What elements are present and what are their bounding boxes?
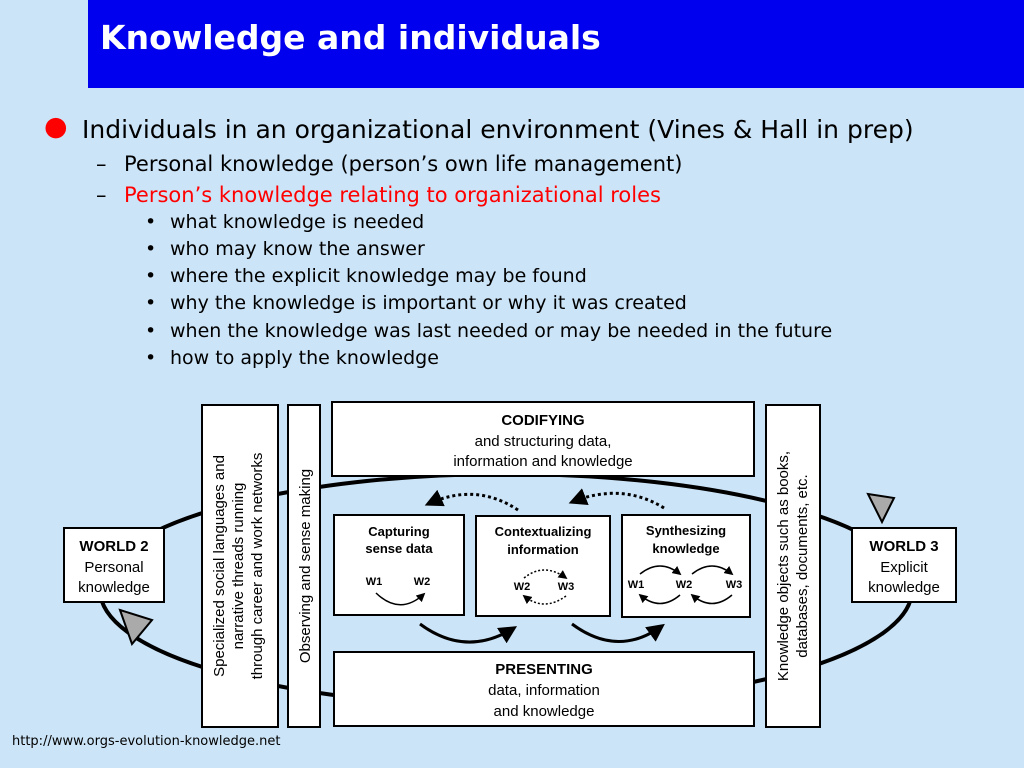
observing-label: Observing and sense making (297, 469, 314, 663)
contextualizing-w3: W3 (558, 581, 575, 593)
world3-line3: knowledge (868, 579, 940, 596)
sub-sub-bullet-6: how to apply the knowledge (170, 347, 439, 369)
social-line1: Specialized social languages and (211, 455, 228, 677)
dotted-arrow-right-icon (568, 488, 665, 510)
observing-box: Observing and sense making (287, 404, 321, 728)
cycle-arrowhead-right-icon (866, 492, 896, 525)
small-bullet-icon: • (145, 347, 157, 369)
social-line2: narrative threads running (230, 483, 247, 650)
capturing-w2: W2 (414, 576, 431, 588)
contextualizing-top-arrow-icon (523, 569, 568, 580)
sub-sub-bullet-4: why the knowledge is important or why it… (170, 292, 687, 314)
contextualizing-w2: W2 (514, 581, 531, 593)
synthesizing-arrow-4-icon (690, 593, 733, 605)
synthesizing-line2: knowledge (652, 541, 719, 556)
sub-bullet-1: Personal knowledge (person’s own life ma… (124, 152, 683, 176)
small-bullet-icon: • (145, 320, 157, 342)
objects-line1: Knowledge objects such as books, (775, 451, 792, 681)
bullet-list: ● Individuals in an organizational envir… (0, 0, 1024, 380)
sub-sub-bullet-1: what knowledge is needed (170, 211, 425, 233)
social-line3: through career and work networks (249, 453, 266, 680)
objects-line2: databases, documents, etc. (794, 474, 811, 657)
synthesizing-w2: W2 (676, 579, 693, 591)
synthesizing-box: Synthesizing knowledge W1 W2 W3 (621, 514, 751, 618)
codifying-line2: information and knowledge (453, 453, 632, 470)
world3-label: WORLD 3 (869, 538, 938, 555)
world3-box: WORLD 3 Explicit knowledge (851, 527, 957, 603)
presenting-line1: data, information (488, 682, 600, 699)
sub-bullet-2: Person’s knowledge relating to organizat… (124, 183, 661, 207)
social-languages-box: Specialized social languages and narrati… (201, 404, 279, 728)
small-bullet-icon: • (145, 265, 157, 287)
bullet-dot-icon: ● (44, 111, 68, 142)
knowledge-worlds-diagram: WORLD 2 Personal knowledge WORLD 3 Expli… (56, 398, 968, 736)
capturing-line1: Capturing (368, 524, 429, 539)
knowledge-objects-box: Knowledge objects such as books, databas… (765, 404, 821, 728)
synthesizing-arrow-3-icon (691, 565, 734, 576)
presenting-box: PRESENTING data, information and knowled… (333, 651, 755, 727)
codifying-box: CODIFYING and structuring data, informat… (331, 401, 755, 477)
presenting-heading: PRESENTING (495, 661, 593, 678)
contextualizing-line2: information (507, 542, 579, 557)
footer-url[interactable]: http://www.orgs-evolution-knowledge.net (12, 734, 281, 749)
contextualizing-bottom-arrow-icon (522, 594, 567, 605)
synthesizing-arrow-1-icon (639, 565, 682, 576)
solid-arrow-right-icon (571, 622, 665, 643)
synthesizing-w3: W3 (726, 579, 743, 591)
world2-line2: Personal (84, 559, 143, 576)
codifying-heading: CODIFYING (501, 412, 584, 429)
slide-title: Knowledge and individuals (100, 18, 601, 57)
world3-line2: Explicit (880, 559, 928, 576)
dash-icon: – (96, 183, 107, 207)
world2-box: WORLD 2 Personal knowledge (63, 527, 165, 603)
sub-sub-bullet-5: when the knowledge was last needed or ma… (170, 320, 833, 342)
synthesizing-line1: Synthesizing (646, 523, 726, 538)
capturing-w1: W1 (366, 576, 383, 588)
small-bullet-icon: • (145, 292, 157, 314)
presenting-line2: and knowledge (494, 703, 595, 720)
dotted-arrow-left-icon (424, 489, 519, 512)
dash-icon: – (96, 152, 107, 176)
contextualizing-box: Contextualizing information W2 W3 (475, 515, 611, 617)
codifying-line1: and structuring data, (475, 433, 612, 450)
capturing-box: Capturing sense data W1 W2 (333, 514, 465, 616)
bullet-main: Individuals in an organizational environ… (82, 115, 914, 144)
world2-line3: knowledge (78, 579, 150, 596)
capturing-line2: sense data (365, 541, 433, 556)
synthesizing-arrow-2-icon (638, 593, 681, 605)
cycle-arrowhead-left-icon (118, 608, 154, 646)
solid-arrow-left-icon (419, 622, 518, 644)
synthesizing-w1: W1 (628, 579, 645, 591)
world2-label: WORLD 2 (79, 538, 148, 555)
contextualizing-line1: Contextualizing (495, 524, 592, 539)
small-bullet-icon: • (145, 211, 157, 233)
sub-sub-bullet-2: who may know the answer (170, 238, 425, 260)
small-bullet-icon: • (145, 238, 157, 260)
capturing-arrow-icon (375, 592, 426, 606)
sub-sub-bullet-3: where the explicit knowledge may be foun… (170, 265, 587, 287)
title-bar: Knowledge and individuals (88, 0, 1024, 88)
